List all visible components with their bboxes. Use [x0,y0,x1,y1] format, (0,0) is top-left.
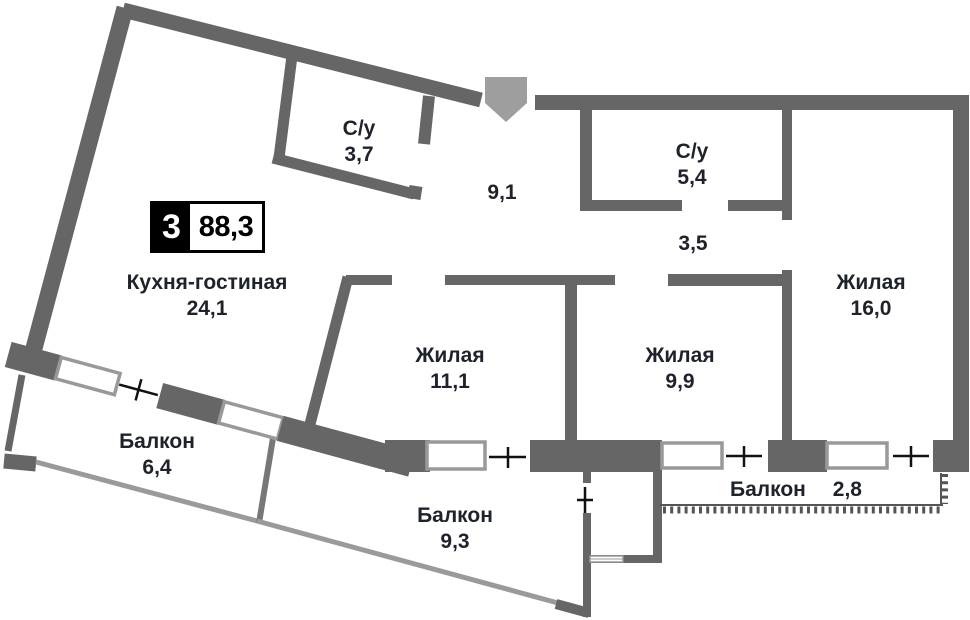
wall [580,104,592,208]
wall [588,555,662,563]
exterior-wall [933,440,969,472]
room-label-living-2: Жилая 9,9 [645,344,715,393]
door-opening-marker [134,378,143,401]
wall [565,275,577,441]
entrance-arrow-icon [485,77,527,122]
window [825,441,889,470]
wall [728,200,783,211]
wall [782,104,792,220]
exterior-wall [20,5,134,370]
balcony-left-corner-wall [3,453,37,472]
wall [768,440,827,472]
balcony-left-side-wall [4,374,26,452]
wall [583,513,591,617]
wall [580,200,682,211]
wall [782,270,792,445]
kitchen-outer-wall [4,341,415,477]
wall [273,55,298,159]
wall [418,95,435,145]
wall [303,275,354,430]
wall [653,472,662,563]
balcony-railing [256,518,559,606]
apartment-badge: 3 88,3 [150,201,265,253]
room-label-bathroom-small: С/у 3,7 [342,117,376,166]
wall [583,472,591,483]
railing-hatch [660,473,948,514]
window [216,399,286,442]
window [425,440,487,471]
window [660,441,724,470]
exterior-wall [953,95,969,445]
room-label-living-3: Жилая 16,0 [836,271,906,320]
wall [530,440,662,472]
wall [668,274,783,286]
door-markers-layer [489,446,929,513]
windows-layer [425,440,889,563]
wall [577,275,615,285]
balcony-railings [3,374,591,618]
exterior-wall [121,2,483,108]
room-label-bathroom-large: С/у 5,4 [675,140,709,189]
balcony-railing [35,459,258,524]
badge-rooms-count: 3 [153,204,190,250]
room-label-balcony-right: Балкон 2,8 [730,478,862,501]
badge-total-area: 88,3 [198,210,254,243]
room-label-hallway: 9,1 [487,181,517,204]
room-label-living-1: Жилая 11,1 [415,344,485,393]
room-label-kitchen: Кухня-гостиная 24,1 [126,271,288,320]
room-label-balcony-bottom: Балкон 9,3 [417,504,493,553]
wall [407,185,423,200]
wall [445,275,567,285]
wall [346,275,392,285]
balcony-divider-wall [256,437,276,524]
wall [385,440,430,472]
room-label-corridor: 3,5 [678,232,708,255]
wall [156,383,225,425]
exterior-wall [535,95,955,110]
room-label-balcony-left: Балкон 6,4 [119,430,195,479]
window [53,355,123,397]
walls-layer [20,2,969,617]
wall [271,152,416,200]
wall [276,415,415,477]
